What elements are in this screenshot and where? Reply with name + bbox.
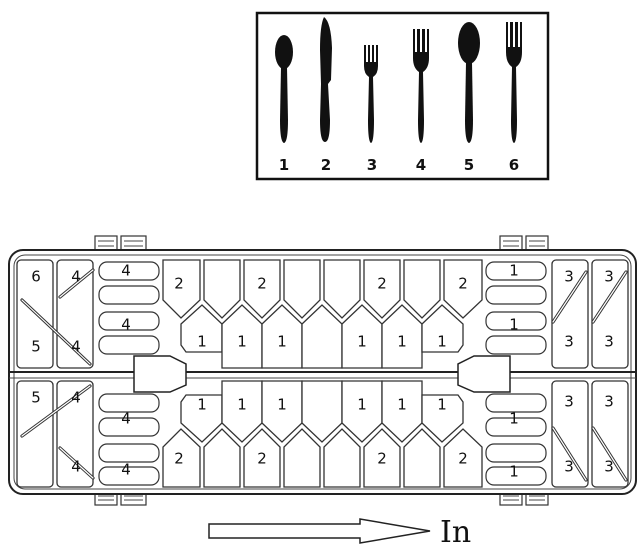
slot-label-1: 1	[397, 396, 407, 414]
serving-fork-icon	[506, 22, 522, 143]
right-bar-slots	[485, 261, 547, 486]
fork-icon	[413, 29, 429, 143]
cutlery-tray: 6 4 4 2 2 2 2 1 3 3 4 1 5 4 1 1 1 1 1 1 …	[8, 235, 637, 506]
slot-label-3: 3	[564, 458, 574, 476]
legend-number-5: 5	[464, 156, 474, 174]
slot-label-3: 3	[564, 333, 574, 351]
slot-label-2: 2	[257, 275, 267, 293]
legend-number-1: 1	[279, 156, 289, 174]
slot-label-3: 3	[604, 393, 614, 411]
slot-label-4: 4	[71, 389, 81, 407]
handle-cutout-right	[457, 355, 511, 393]
cutlery-legend: 1 2 3 4 5 6	[255, 11, 550, 181]
slot-label-3: 3	[564, 393, 574, 411]
slot-label-1: 1	[509, 410, 519, 428]
left-end-slots	[16, 259, 95, 488]
slot-label-3: 3	[604, 458, 614, 476]
slot-label-1: 1	[357, 396, 367, 414]
legend-number-4: 4	[416, 156, 426, 174]
legend-frame	[255, 11, 550, 181]
slot-label-1: 1	[357, 333, 367, 351]
slot-label-1: 1	[277, 396, 287, 414]
slot-label-4: 4	[71, 338, 81, 356]
slot-label-2: 2	[377, 275, 387, 293]
legend-number-3: 3	[367, 156, 377, 174]
slot-label-1: 1	[237, 396, 247, 414]
slot-label-1: 1	[509, 463, 519, 481]
slot-label-1: 1	[237, 333, 247, 351]
slot-label-1: 1	[397, 333, 407, 351]
slot-label-1: 1	[509, 262, 519, 280]
right-end-slots	[551, 259, 629, 488]
slot-label-5: 5	[31, 389, 41, 407]
legend-number-6: 6	[509, 156, 519, 174]
slot-label-2: 2	[174, 450, 184, 468]
slot-label-4: 4	[71, 268, 81, 286]
central-cells-bottom	[162, 380, 483, 488]
slot-label-1: 1	[509, 316, 519, 334]
slot-label-4: 4	[121, 461, 131, 479]
left-bar-slots	[98, 261, 160, 486]
handle-cutout-left	[133, 355, 187, 393]
slot-label-3: 3	[604, 268, 614, 286]
slot-label-4: 4	[121, 316, 131, 334]
teaspoon-icon	[275, 35, 293, 143]
slot-label-1: 1	[277, 333, 287, 351]
slot-label-2: 2	[377, 450, 387, 468]
tray-labels: 6 4 4 2 2 2 2 1 3 3 4 1 5 4 1 1 1 1 1 1 …	[31, 262, 614, 481]
slot-label-2: 2	[174, 275, 184, 293]
direction-label: In	[440, 515, 471, 550]
slot-label-6: 6	[31, 268, 41, 286]
tablespoon-icon	[458, 22, 480, 143]
right-arrow-icon	[208, 518, 431, 544]
small-fork-icon	[364, 45, 378, 143]
slot-label-3: 3	[604, 333, 614, 351]
slot-label-2: 2	[257, 450, 267, 468]
slot-label-1: 1	[197, 333, 207, 351]
slot-label-1: 1	[437, 333, 447, 351]
slot-label-5: 5	[31, 338, 41, 356]
slot-label-2: 2	[458, 450, 468, 468]
legend-number-2: 2	[321, 156, 331, 174]
knife-icon	[320, 17, 332, 142]
slot-label-2: 2	[458, 275, 468, 293]
slot-label-1: 1	[437, 396, 447, 414]
slot-label-4: 4	[121, 410, 131, 428]
slot-label-1: 1	[197, 396, 207, 414]
central-cells-top	[162, 259, 483, 369]
slot-label-3: 3	[564, 268, 574, 286]
slot-label-4: 4	[71, 458, 81, 476]
slot-label-4: 4	[121, 262, 131, 280]
